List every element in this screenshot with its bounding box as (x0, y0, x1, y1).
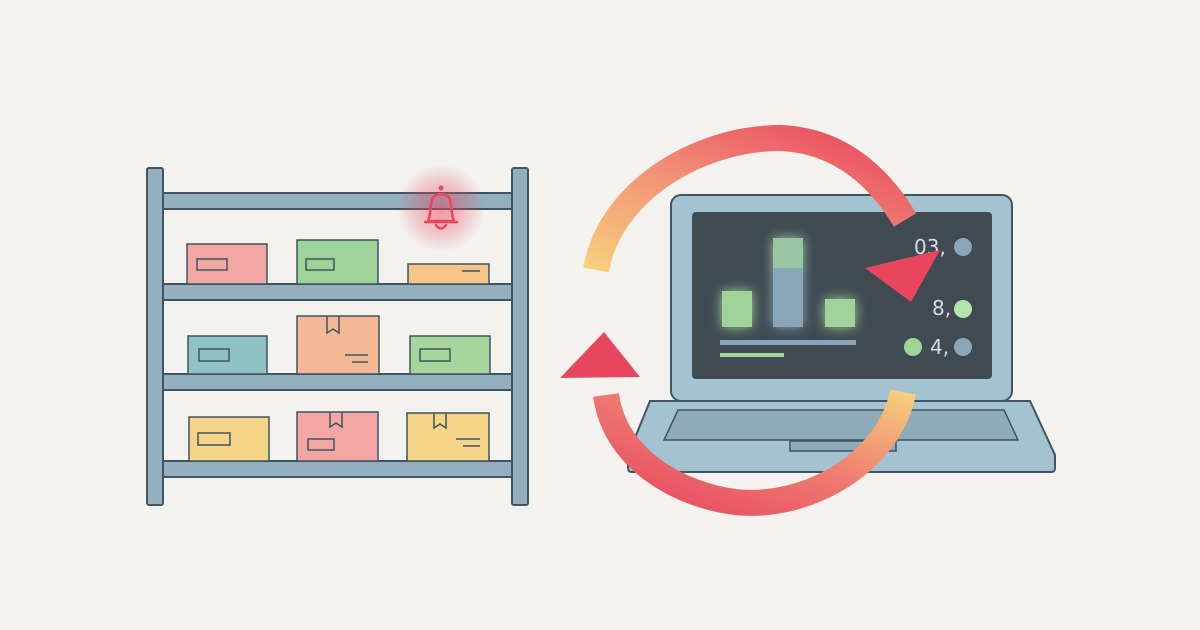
bar-chart-icon (722, 238, 855, 327)
shelf-plank-1 (162, 283, 513, 301)
box-green (296, 239, 379, 285)
laptop-trackpad (789, 440, 897, 452)
box-green-2 (409, 335, 491, 375)
stat-label-2: 8, (932, 296, 951, 320)
box-orange-flat (407, 263, 490, 285)
sync-arrow-top-head (865, 250, 940, 302)
box-orange-taped (296, 315, 380, 375)
sync-arrow-bottom-arc (593, 388, 916, 516)
shelf-plank-2 (162, 373, 513, 391)
shelf-right-post (511, 167, 529, 506)
box-pink (186, 243, 268, 285)
stat-dot-blue-icon (954, 238, 972, 256)
shelf-left-post (146, 167, 164, 506)
box-pink-taped (296, 411, 379, 462)
stat-label-3: 4, (930, 335, 949, 359)
box-yellow-taped (406, 412, 490, 462)
laptop-keyboard (662, 409, 1020, 441)
stat-dot-blue-icon-2 (954, 338, 972, 356)
chart-bar-1 (722, 291, 752, 327)
laptop: 03, 8, 4, (627, 194, 1056, 473)
stat-row-3: 4, (904, 335, 972, 359)
box-teal (187, 335, 268, 375)
box-yellow (188, 416, 270, 462)
chart-bar-2-top (773, 238, 803, 268)
chart-axis-line (720, 340, 856, 345)
circular-sync-arrows-icon (560, 124, 940, 516)
chart-bar-3 (825, 299, 855, 327)
stat-dot-green-icon-leading (904, 338, 922, 356)
chart-caption-line (720, 353, 784, 357)
bell-icon (397, 164, 485, 252)
stat-row-2: 8, (932, 296, 972, 320)
shelf-unit (146, 164, 529, 506)
sync-arrow-top-arc (583, 124, 917, 273)
stat-dot-green-icon (954, 300, 972, 318)
sync-arrow-bottom-head (560, 332, 640, 378)
laptop-screen (692, 212, 992, 379)
shelf-plank-3 (162, 460, 513, 478)
